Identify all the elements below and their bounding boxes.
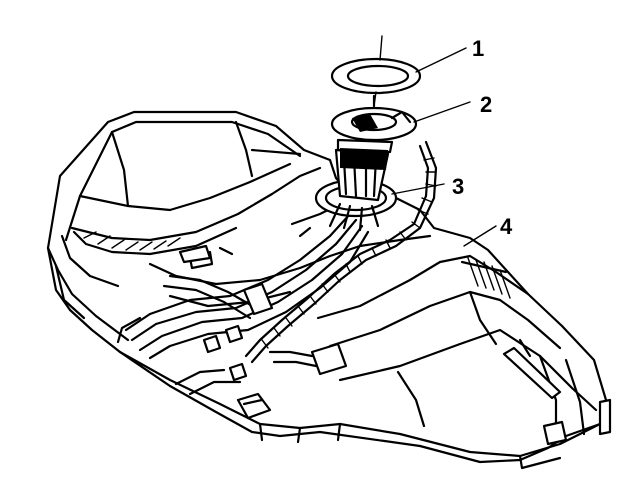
fuel-lines — [116, 140, 438, 396]
leader-line-2 — [413, 101, 471, 123]
callouts: 1 2 3 4 — [452, 36, 513, 239]
leader-line-3 — [391, 183, 445, 195]
callout-2: 2 — [480, 92, 492, 117]
callout-1: 1 — [472, 36, 484, 61]
callout-4: 4 — [500, 214, 513, 239]
leader-lines — [391, 47, 497, 247]
leader-line-4 — [463, 225, 497, 247]
fuel-tank — [46, 110, 612, 470]
fuel-pump-flange — [330, 94, 418, 142]
seal-ring — [330, 57, 422, 95]
assembly-axis — [373, 35, 383, 107]
fuel-pump-module — [314, 138, 398, 232]
callout-3: 3 — [452, 174, 464, 199]
leader-line-1 — [415, 47, 467, 73]
